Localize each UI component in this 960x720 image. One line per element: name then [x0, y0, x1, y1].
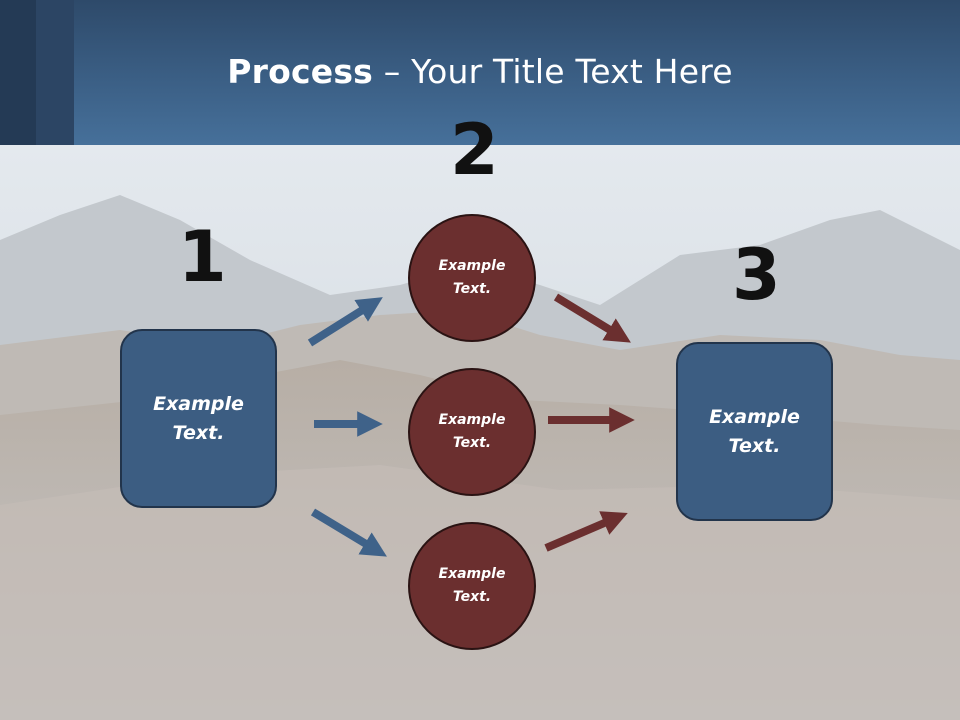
process-circle-bottom: Example Text.	[408, 522, 536, 650]
end-box-label: Example Text.	[709, 405, 800, 457]
start-box: Example Text.	[120, 329, 277, 508]
process-circle-middle-label: Example Text.	[438, 412, 506, 451]
arrow-to-circle-top	[307, 297, 383, 347]
slide-title: Process – Your Title Text Here	[0, 52, 960, 91]
arrow-from-circle-top	[553, 293, 631, 343]
end-box: Example Text.	[676, 342, 833, 521]
arrow-to-circle-bottom	[310, 508, 387, 557]
banner-stripe-dark	[0, 0, 36, 145]
process-circle-middle: Example Text.	[408, 368, 536, 496]
step-number-2: 2	[450, 109, 499, 191]
slide-title-bold: Process	[227, 52, 374, 91]
step-number-3: 3	[732, 234, 781, 316]
title-banner: Process – Your Title Text Here	[0, 0, 960, 145]
start-box-label: Example Text.	[153, 392, 244, 444]
step-number-1: 1	[178, 216, 227, 298]
process-circle-top-label: Example Text.	[438, 258, 506, 297]
slide-title-rest: – Your Title Text Here	[373, 52, 733, 91]
process-circle-top: Example Text.	[408, 214, 536, 342]
banner-stripe-medium	[36, 0, 74, 145]
arrow-from-circle-bottom	[544, 511, 628, 552]
process-circle-bottom-label: Example Text.	[438, 566, 506, 605]
